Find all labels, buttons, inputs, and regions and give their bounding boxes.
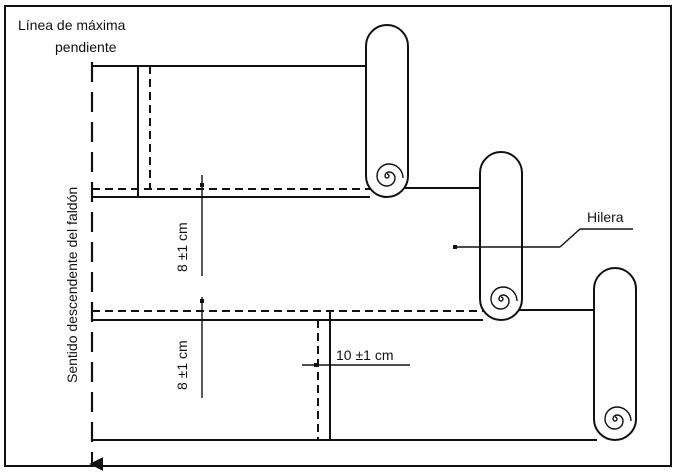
row-label: Hilera (587, 209, 624, 225)
row-leader (453, 228, 633, 249)
overlap-vertical-label-2: 8 ±1 cm (174, 340, 190, 390)
roll-1 (365, 24, 409, 198)
sheet-3 (92, 309, 597, 441)
dimension-vertical-1 (200, 175, 204, 276)
frame-border (4, 5, 672, 467)
max-slope-line-label-1: Línea de máxima (18, 17, 126, 33)
roll-2 (479, 151, 523, 321)
overlap-horizontal-label: 10 ±1 cm (336, 347, 393, 363)
dimension-vertical-2 (200, 297, 204, 398)
max-slope-line-label-2: pendiente (55, 39, 117, 55)
descending-direction-label: Sentido descendente del faldón (64, 187, 80, 383)
dimension-horizontal (302, 363, 410, 367)
sheet-2 (92, 187, 483, 440)
sheet-1 (92, 65, 370, 198)
overlap-vertical-label-1: 8 ±1 cm (174, 222, 190, 272)
roll-3 (593, 267, 637, 441)
